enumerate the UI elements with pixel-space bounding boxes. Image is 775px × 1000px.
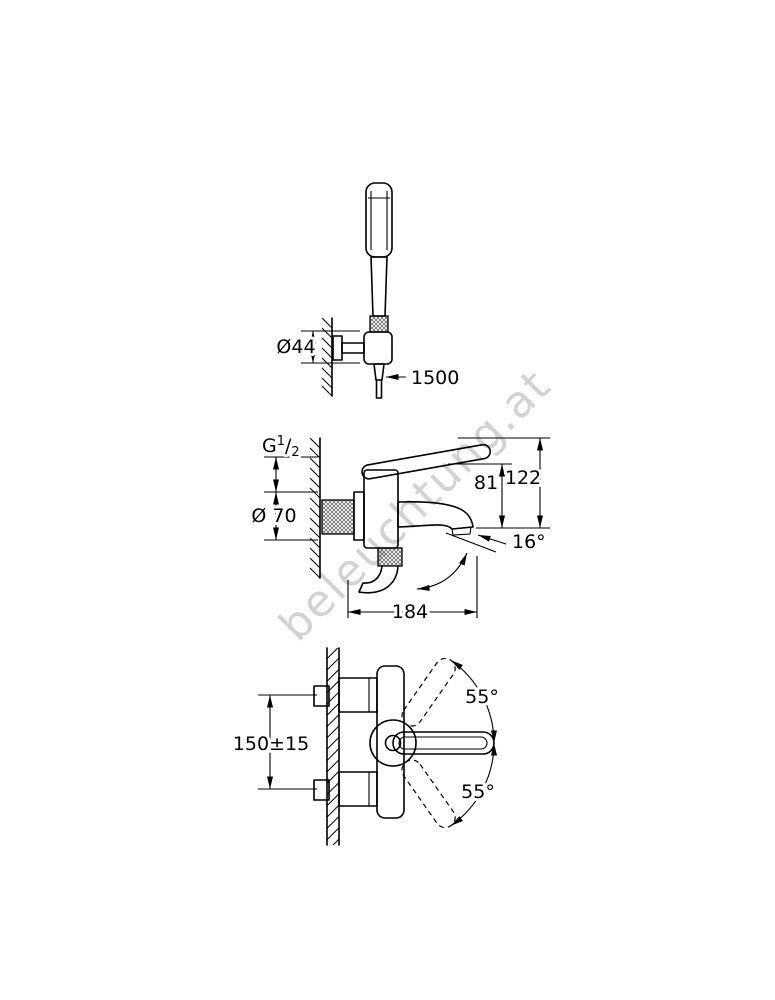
dim-projection: 184: [392, 601, 428, 623]
dim-centers-distance-group: 150±15: [230, 694, 317, 790]
wall-hatch-top: [321, 317, 333, 397]
hand-shower-view: Ø44 1500: [273, 182, 462, 399]
dim-lever-angle-down: 55°: [461, 781, 495, 803]
dim-holder-diameter: Ø44: [276, 336, 315, 358]
side-view: G1/2 Ø 70 81 122 16° 184: [248, 431, 550, 626]
dim-hose-length-group: 1500: [386, 364, 462, 392]
faucet-body-side: [321, 443, 497, 594]
dim-right-group: 81 122: [448, 437, 550, 529]
faucet-body-front: [313, 657, 497, 829]
wall-hatch-bottom: [326, 647, 340, 846]
dim-holder-diameter-group: Ø44: [273, 330, 360, 364]
dim-escutcheon-diameter: Ø 70: [251, 505, 296, 527]
lever-rotated-down: [401, 759, 456, 829]
dim-spout-angle-group: 16°: [477, 528, 549, 556]
dim-spout-angle: 16°: [512, 531, 546, 553]
dim-hose-length: 1500: [411, 367, 459, 389]
hand-shower: [365, 182, 393, 333]
dim-spout-height: 81: [474, 472, 498, 494]
dim-projection-group: 184: [347, 556, 478, 626]
shower-hose: [375, 379, 383, 399]
dim-centers-distance: 150±15: [233, 733, 309, 755]
shower-holder: [332, 331, 393, 381]
dim-total-height: 122: [505, 467, 541, 489]
dim-lever-angle-up: 55°: [465, 686, 499, 708]
lever-rotated-up: [401, 657, 456, 727]
dim-left-group: G1/2 Ø 70: [248, 431, 318, 541]
dim-thread-size: G1/2: [262, 434, 300, 460]
front-view: 55° 55° 150±15: [230, 647, 502, 846]
wall-hatch-middle: [309, 437, 321, 579]
